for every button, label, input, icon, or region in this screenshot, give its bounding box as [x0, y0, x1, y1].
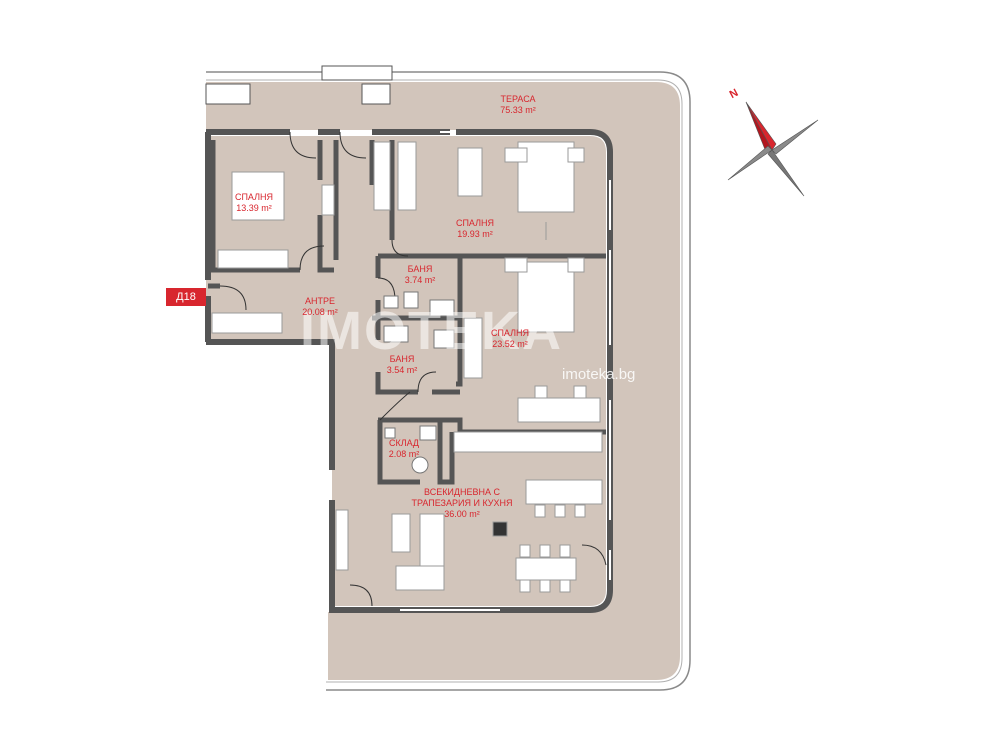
windows: [400, 131, 611, 611]
watermark: IMOTEKA: [300, 301, 563, 361]
top-fixtures: [205, 65, 393, 105]
bedroom-1-furniture: [211, 171, 335, 334]
terrace-outline: [206, 71, 691, 691]
exterior-walls: [205, 129, 613, 613]
interior-walls: [208, 140, 606, 485]
bathroom-fixtures: [383, 291, 455, 474]
watermark-url: imoteka.bg: [562, 366, 636, 383]
unit-tag: Д18: [166, 288, 206, 306]
terrace-floor: [206, 82, 680, 680]
bedroom-3-furniture: [463, 257, 601, 423]
bedroom-2-furniture: [373, 141, 585, 240]
kitchen-furniture: [335, 431, 603, 593]
compass-rose: [727, 101, 819, 197]
